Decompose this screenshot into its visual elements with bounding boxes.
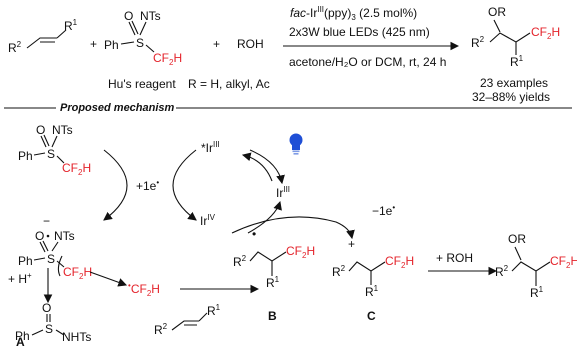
- svg-text:R2: R2: [495, 264, 509, 279]
- iridium-iv: IrIV: [200, 213, 216, 228]
- svg-text:R1: R1: [64, 18, 78, 33]
- electron-transfer-arrow-left: [103, 149, 128, 221]
- svg-text:R1: R1: [530, 285, 544, 300]
- svg-text:CF2H: CF2H: [385, 254, 414, 270]
- svg-text:R1: R1: [207, 303, 221, 318]
- svg-text:C: C: [367, 309, 376, 323]
- svg-text:R1: R1: [510, 54, 524, 69]
- svg-text:CF2H: CF2H: [63, 265, 92, 281]
- svg-text:CF2H: CF2H: [153, 51, 182, 67]
- svg-text:OR: OR: [488, 5, 506, 19]
- solvent-label: acetone/H₂O or DCM, rt, 24 h: [289, 55, 446, 69]
- svg-text:Proposed mechanism: Proposed mechanism: [60, 102, 175, 114]
- plus-roh-label: + ROH: [436, 251, 473, 265]
- svg-text:R1: R1: [266, 275, 280, 290]
- minus-electron-label: −1e•: [372, 203, 395, 218]
- light-bulb-icon: [289, 133, 303, 155]
- svg-text:S: S: [136, 36, 144, 50]
- sulfinamide-a: O S Ph NHTs A: [15, 301, 91, 347]
- svg-text:R2: R2: [8, 40, 22, 55]
- r-definition: R = H, alkyl, Ac: [188, 77, 270, 91]
- svg-text:O: O: [36, 123, 45, 137]
- final-product: OR R2 CF2H R1: [495, 232, 577, 300]
- svg-text:OR: OR: [508, 232, 526, 246]
- svg-text:S: S: [47, 147, 55, 161]
- hu-reagent-label: Hu's reagent: [108, 77, 176, 91]
- svg-text:O: O: [124, 9, 133, 23]
- svg-text:S: S: [45, 322, 53, 336]
- plus-electron-label: +1e•: [136, 178, 159, 193]
- mechanism-reagent: O NTs S Ph CF2H: [18, 123, 91, 177]
- svg-text:+: +: [348, 237, 355, 251]
- svg-text:A: A: [16, 335, 25, 347]
- svg-text:CF2H: CF2H: [550, 254, 577, 270]
- excitation-return-arrow: [241, 152, 273, 182]
- radical-anion-intermediate: − O NTs S Ph CF2H: [18, 214, 92, 281]
- svg-text:O: O: [42, 301, 51, 315]
- svg-text:CF2H: CF2H: [62, 161, 91, 177]
- svg-text:Ph: Ph: [18, 149, 33, 163]
- svg-text:R2: R2: [233, 254, 247, 269]
- svg-text:Ph: Ph: [18, 254, 33, 268]
- catalyst-label: fac-IrIII(ppy)3 (2.5 mol%): [290, 5, 417, 22]
- plus-sign-2: +: [213, 37, 220, 51]
- alkene-substrate: R2 R1: [8, 18, 78, 55]
- light-source-label: 2x3W blue LEDs (425 nm): [289, 25, 430, 39]
- roh-reagent: ROH: [237, 37, 264, 51]
- mechanism-divider: Proposed mechanism: [4, 101, 572, 114]
- excited-iridium: *IrIII: [201, 140, 220, 155]
- svg-text:R2: R2: [154, 322, 168, 337]
- svg-text:NTs: NTs: [54, 229, 75, 243]
- intermediate-c: + R2 CF2H R1 C: [332, 237, 414, 323]
- svg-text:R2: R2: [471, 35, 485, 50]
- oxidation-b-to-c-arrow: [231, 216, 355, 240]
- iridium-iii: IrIII: [276, 185, 290, 200]
- plus-proton-label: + H+: [8, 271, 32, 286]
- intermediate-b: • R2 CF2H R1 B: [233, 227, 315, 323]
- svg-text:B: B: [268, 309, 277, 323]
- svg-text:Ph: Ph: [15, 329, 30, 343]
- svg-text:R1: R1: [365, 284, 379, 299]
- svg-text:−: −: [43, 214, 50, 228]
- examples-count: 23 examples: [480, 76, 548, 90]
- photoexcitation-arrow: [249, 149, 285, 185]
- svg-text:NHTs: NHTs: [62, 330, 91, 344]
- svg-text:S: S: [47, 252, 55, 266]
- svg-text:CF2H: CF2H: [286, 244, 315, 260]
- svg-text:O: O: [35, 229, 44, 243]
- ir-regeneration-arrow: [247, 200, 282, 234]
- svg-text:•: •: [252, 227, 256, 241]
- svg-text:R2: R2: [332, 264, 346, 279]
- oxidation-arrow: [172, 149, 197, 221]
- svg-text:CF2H: CF2H: [531, 25, 560, 41]
- yield-range: 32–88% yields: [472, 90, 550, 104]
- plus-sign-1: +: [90, 37, 97, 51]
- svg-text:NTs: NTs: [52, 123, 73, 137]
- mechanism-alkene: R2 R1: [154, 303, 221, 337]
- product-structure: OR R2 CF2H R1: [471, 5, 560, 69]
- svg-text:Ph: Ph: [104, 38, 119, 52]
- fragmentation-arrow: [89, 271, 128, 287]
- hu-reagent-structure: O NTs S Ph CF2H: [104, 9, 182, 67]
- svg-text:NTs: NTs: [140, 9, 161, 23]
- difluoromethyl-radical: •CF2H: [128, 281, 160, 298]
